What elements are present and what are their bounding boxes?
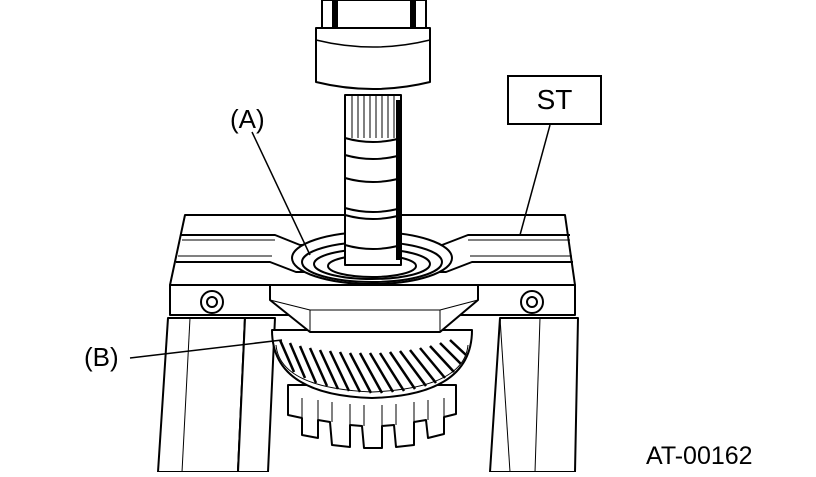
helical-gear	[271, 329, 473, 399]
left-support-block	[157, 317, 276, 473]
right-support-block	[489, 317, 579, 473]
label-a: (A)	[230, 104, 265, 134]
press-ram	[315, 0, 431, 90]
leader-line-st	[519, 124, 551, 236]
leader-line-a	[251, 131, 311, 256]
figure-id: AT-00162	[646, 442, 753, 470]
label-b: (B)	[84, 342, 119, 372]
leader-line-b	[129, 339, 283, 359]
label-st-box: ST	[507, 75, 602, 125]
lower-spur-gear	[287, 384, 457, 449]
label-st: ST	[536, 84, 573, 115]
shaft	[344, 94, 402, 266]
